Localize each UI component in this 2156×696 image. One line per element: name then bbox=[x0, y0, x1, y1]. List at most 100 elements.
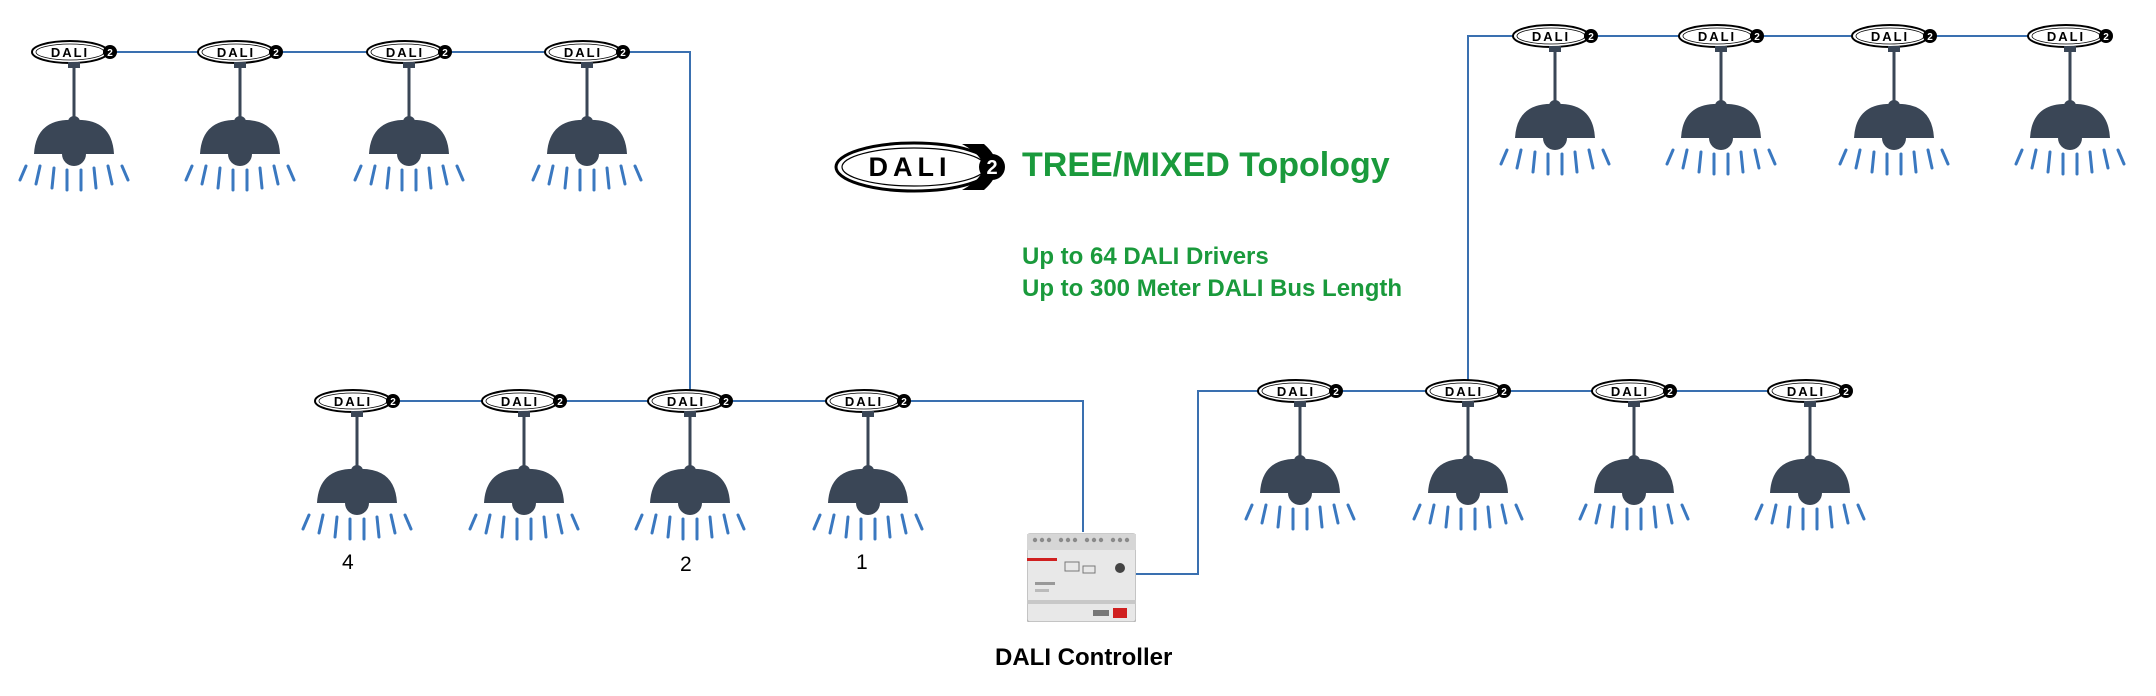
light-rays bbox=[634, 513, 746, 541]
light-rays bbox=[18, 164, 130, 192]
logo-version: 2 bbox=[620, 48, 626, 59]
pendant-lamp-icon bbox=[634, 411, 746, 541]
pendant-lamp-icon bbox=[1499, 46, 1611, 176]
logo-text: DALI bbox=[2047, 29, 2085, 44]
light-rays bbox=[1244, 503, 1356, 531]
dali-logo-icon: 2 DALI bbox=[834, 141, 1005, 193]
logo-text: DALI bbox=[51, 45, 89, 60]
logo-text: DALI bbox=[1787, 384, 1825, 399]
spec-drivers: Up to 64 DALI Drivers bbox=[1022, 243, 1269, 270]
dali-lamp: 2 DALI bbox=[1838, 24, 1950, 176]
dali-controller-icon bbox=[1027, 533, 1136, 622]
dali-lamp: 2 DALI bbox=[634, 389, 746, 541]
dali-logo-icon: 2 DALI bbox=[647, 389, 733, 413]
logo-version: 2 bbox=[390, 397, 396, 408]
dali-lamp: 2 DALI bbox=[1754, 379, 1866, 531]
dali-lamp: 2 DALI bbox=[1412, 379, 1524, 531]
light-rays bbox=[468, 513, 580, 541]
lamp-number-1: 1 bbox=[856, 551, 868, 574]
light-rays bbox=[1578, 503, 1690, 531]
pendant-lamp-icon bbox=[468, 411, 580, 541]
controller-caption: DALI Controller bbox=[995, 644, 1173, 671]
pendant-lamp-icon bbox=[1665, 46, 1777, 176]
lamp-number-2: 2 bbox=[680, 553, 692, 576]
pendant-lamp-icon bbox=[1578, 401, 1690, 531]
pendant-lamp-icon bbox=[184, 62, 296, 192]
bus-line bbox=[1136, 390, 1826, 575]
light-rays bbox=[1665, 148, 1777, 176]
dali-lamp: 2 DALI bbox=[1578, 379, 1690, 531]
logo-version: 2 bbox=[723, 397, 729, 408]
dali-lamp: 2 DALI bbox=[353, 40, 465, 192]
pendant-lamp-icon bbox=[1754, 401, 1866, 531]
logo-version: 2 bbox=[901, 397, 907, 408]
logo-text: DALI bbox=[1277, 384, 1315, 399]
logo-text: DALI bbox=[334, 394, 372, 409]
logo-version: 2 bbox=[442, 48, 448, 59]
light-rays bbox=[812, 513, 924, 541]
logo-text: DALI bbox=[1532, 29, 1570, 44]
dali-lamp: 2 DALI bbox=[184, 40, 296, 192]
logo-text: DALI bbox=[217, 45, 255, 60]
logo-text: DALI bbox=[1871, 29, 1909, 44]
pendant-lamp-icon bbox=[301, 411, 413, 541]
logo-version: 2 bbox=[557, 397, 563, 408]
pendant-lamp-icon bbox=[531, 62, 643, 192]
logo-version: 2 bbox=[2103, 32, 2109, 43]
light-rays bbox=[184, 164, 296, 192]
logo-text: DALI bbox=[667, 394, 705, 409]
logo-version: 2 bbox=[1927, 32, 1933, 43]
dali-logo-icon: 2 DALI bbox=[2027, 24, 2113, 48]
dali-logo-icon: 2 DALI bbox=[1851, 24, 1937, 48]
dali-logo-icon: 2 DALI bbox=[314, 389, 400, 413]
pendant-lamp-icon bbox=[1838, 46, 1950, 176]
logo-text: DALI bbox=[1698, 29, 1736, 44]
logo-text: DALI bbox=[564, 45, 602, 60]
diagram-title: TREE/MIXED Topology bbox=[1022, 146, 1390, 184]
logo-version: 2 bbox=[1333, 387, 1339, 398]
logo-version: 2 bbox=[1588, 32, 1594, 43]
logo-version: 2 bbox=[1667, 387, 1673, 398]
pendant-lamp-icon bbox=[1412, 401, 1524, 531]
dali-logo-icon: 2 DALI bbox=[366, 40, 452, 64]
dali-logo-icon: 2 DALI bbox=[1678, 24, 1764, 48]
light-rays bbox=[1838, 148, 1950, 176]
pendant-lamp-icon bbox=[1244, 401, 1356, 531]
dali-lamp: 2 DALI bbox=[531, 40, 643, 192]
light-rays bbox=[1499, 148, 1611, 176]
logo-version: 2 bbox=[1754, 32, 1760, 43]
dali-logo-icon: 2 DALI bbox=[197, 40, 283, 64]
logo-text: DALI bbox=[845, 394, 883, 409]
dali-lamp: 2 DALI bbox=[1665, 24, 1777, 176]
dali-logo-icon: 2 DALI bbox=[1425, 379, 1511, 403]
logo-version: 2 bbox=[273, 48, 279, 59]
bus-line bbox=[1467, 35, 2070, 391]
logo-text: DALI bbox=[1445, 384, 1483, 399]
dali-logo-icon: 2 DALI bbox=[825, 389, 911, 413]
light-rays bbox=[531, 164, 643, 192]
logo-version: 2 bbox=[1843, 387, 1849, 398]
dali-lamp: 2 DALI bbox=[812, 389, 924, 541]
logo-text: DALI bbox=[1611, 384, 1649, 399]
light-rays bbox=[353, 164, 465, 192]
light-rays bbox=[1754, 503, 1866, 531]
dali-logo-icon: 2 DALI bbox=[1257, 379, 1343, 403]
logo-version: 2 bbox=[986, 157, 997, 179]
pendant-lamp-icon bbox=[812, 411, 924, 541]
pendant-lamp-icon bbox=[353, 62, 465, 192]
dali-logo-icon: 2 DALI bbox=[1512, 24, 1598, 48]
light-rays bbox=[2014, 148, 2126, 176]
pendant-lamp-icon bbox=[2014, 46, 2126, 176]
logo-text: DALI bbox=[386, 45, 424, 60]
dali-lamp: 2 DALI bbox=[2014, 24, 2126, 176]
dali-lamp: 2 DALI bbox=[301, 389, 413, 541]
logo-version: 2 bbox=[1501, 387, 1507, 398]
lamp-number-4: 4 bbox=[342, 551, 354, 574]
dali-logo-icon: 2 DALI bbox=[544, 40, 630, 64]
